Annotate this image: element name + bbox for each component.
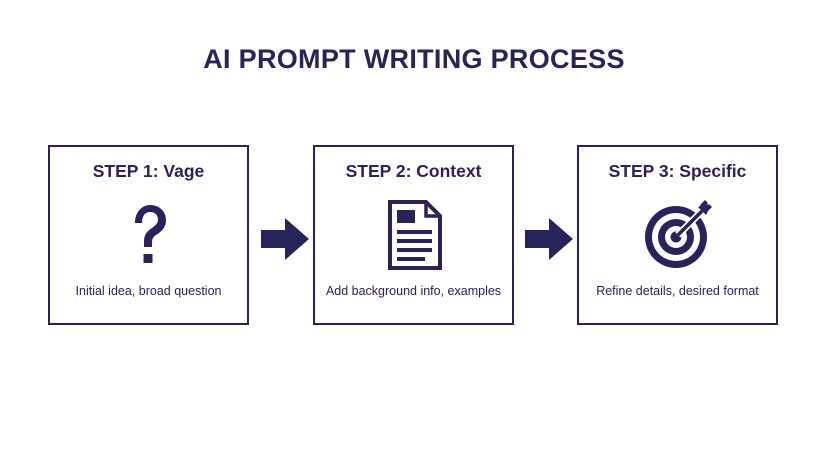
target-icon	[644, 200, 712, 268]
step-1-box: STEP 1: Vage Initial idea, broad questio…	[48, 145, 249, 325]
right-arrow-icon	[525, 218, 573, 260]
step-2-description: Add background info, examples	[325, 284, 502, 298]
step-3-title: STEP 3: Specific	[608, 161, 747, 181]
step-2-title: STEP 2: Context	[345, 161, 482, 181]
step-3-box: STEP 3: Specific Refine details, desired…	[577, 145, 778, 325]
step-1-title: STEP 1: Vage	[92, 161, 205, 181]
step-1-description: Initial idea, broad question	[75, 284, 222, 298]
diagram-title: AI PROMPT WRITING PROCESS	[203, 44, 625, 74]
step-2-box: STEP 2: Context Add background info, exa…	[313, 145, 514, 325]
right-arrow-icon	[261, 218, 309, 260]
question-mark-icon	[134, 205, 166, 263]
document-icon	[387, 200, 442, 270]
step-3-description: Refine details, desired format	[596, 284, 759, 298]
